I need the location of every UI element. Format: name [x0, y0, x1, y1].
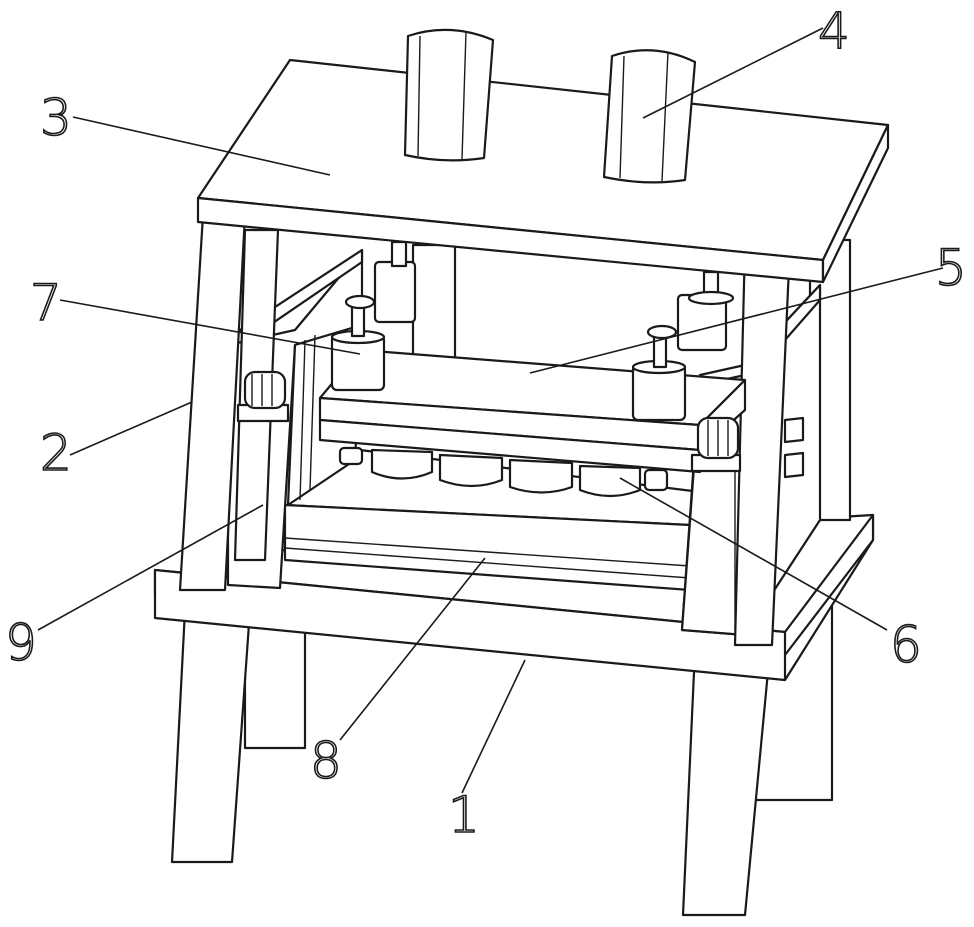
- callout-5: 5: [935, 239, 967, 297]
- callout-1: 1: [448, 786, 480, 844]
- leader-5: [530, 268, 943, 373]
- callout-9: 9: [5, 614, 37, 672]
- leader-2: [70, 402, 192, 455]
- callout-3: 3: [40, 89, 72, 147]
- callout-2: 2: [40, 424, 72, 482]
- callout-8: 8: [310, 732, 342, 790]
- top-plate: [198, 60, 888, 282]
- callout-7: 7: [30, 274, 62, 332]
- callout-4: 4: [818, 2, 850, 60]
- leader-1: [462, 660, 525, 793]
- callout-6: 6: [890, 616, 922, 674]
